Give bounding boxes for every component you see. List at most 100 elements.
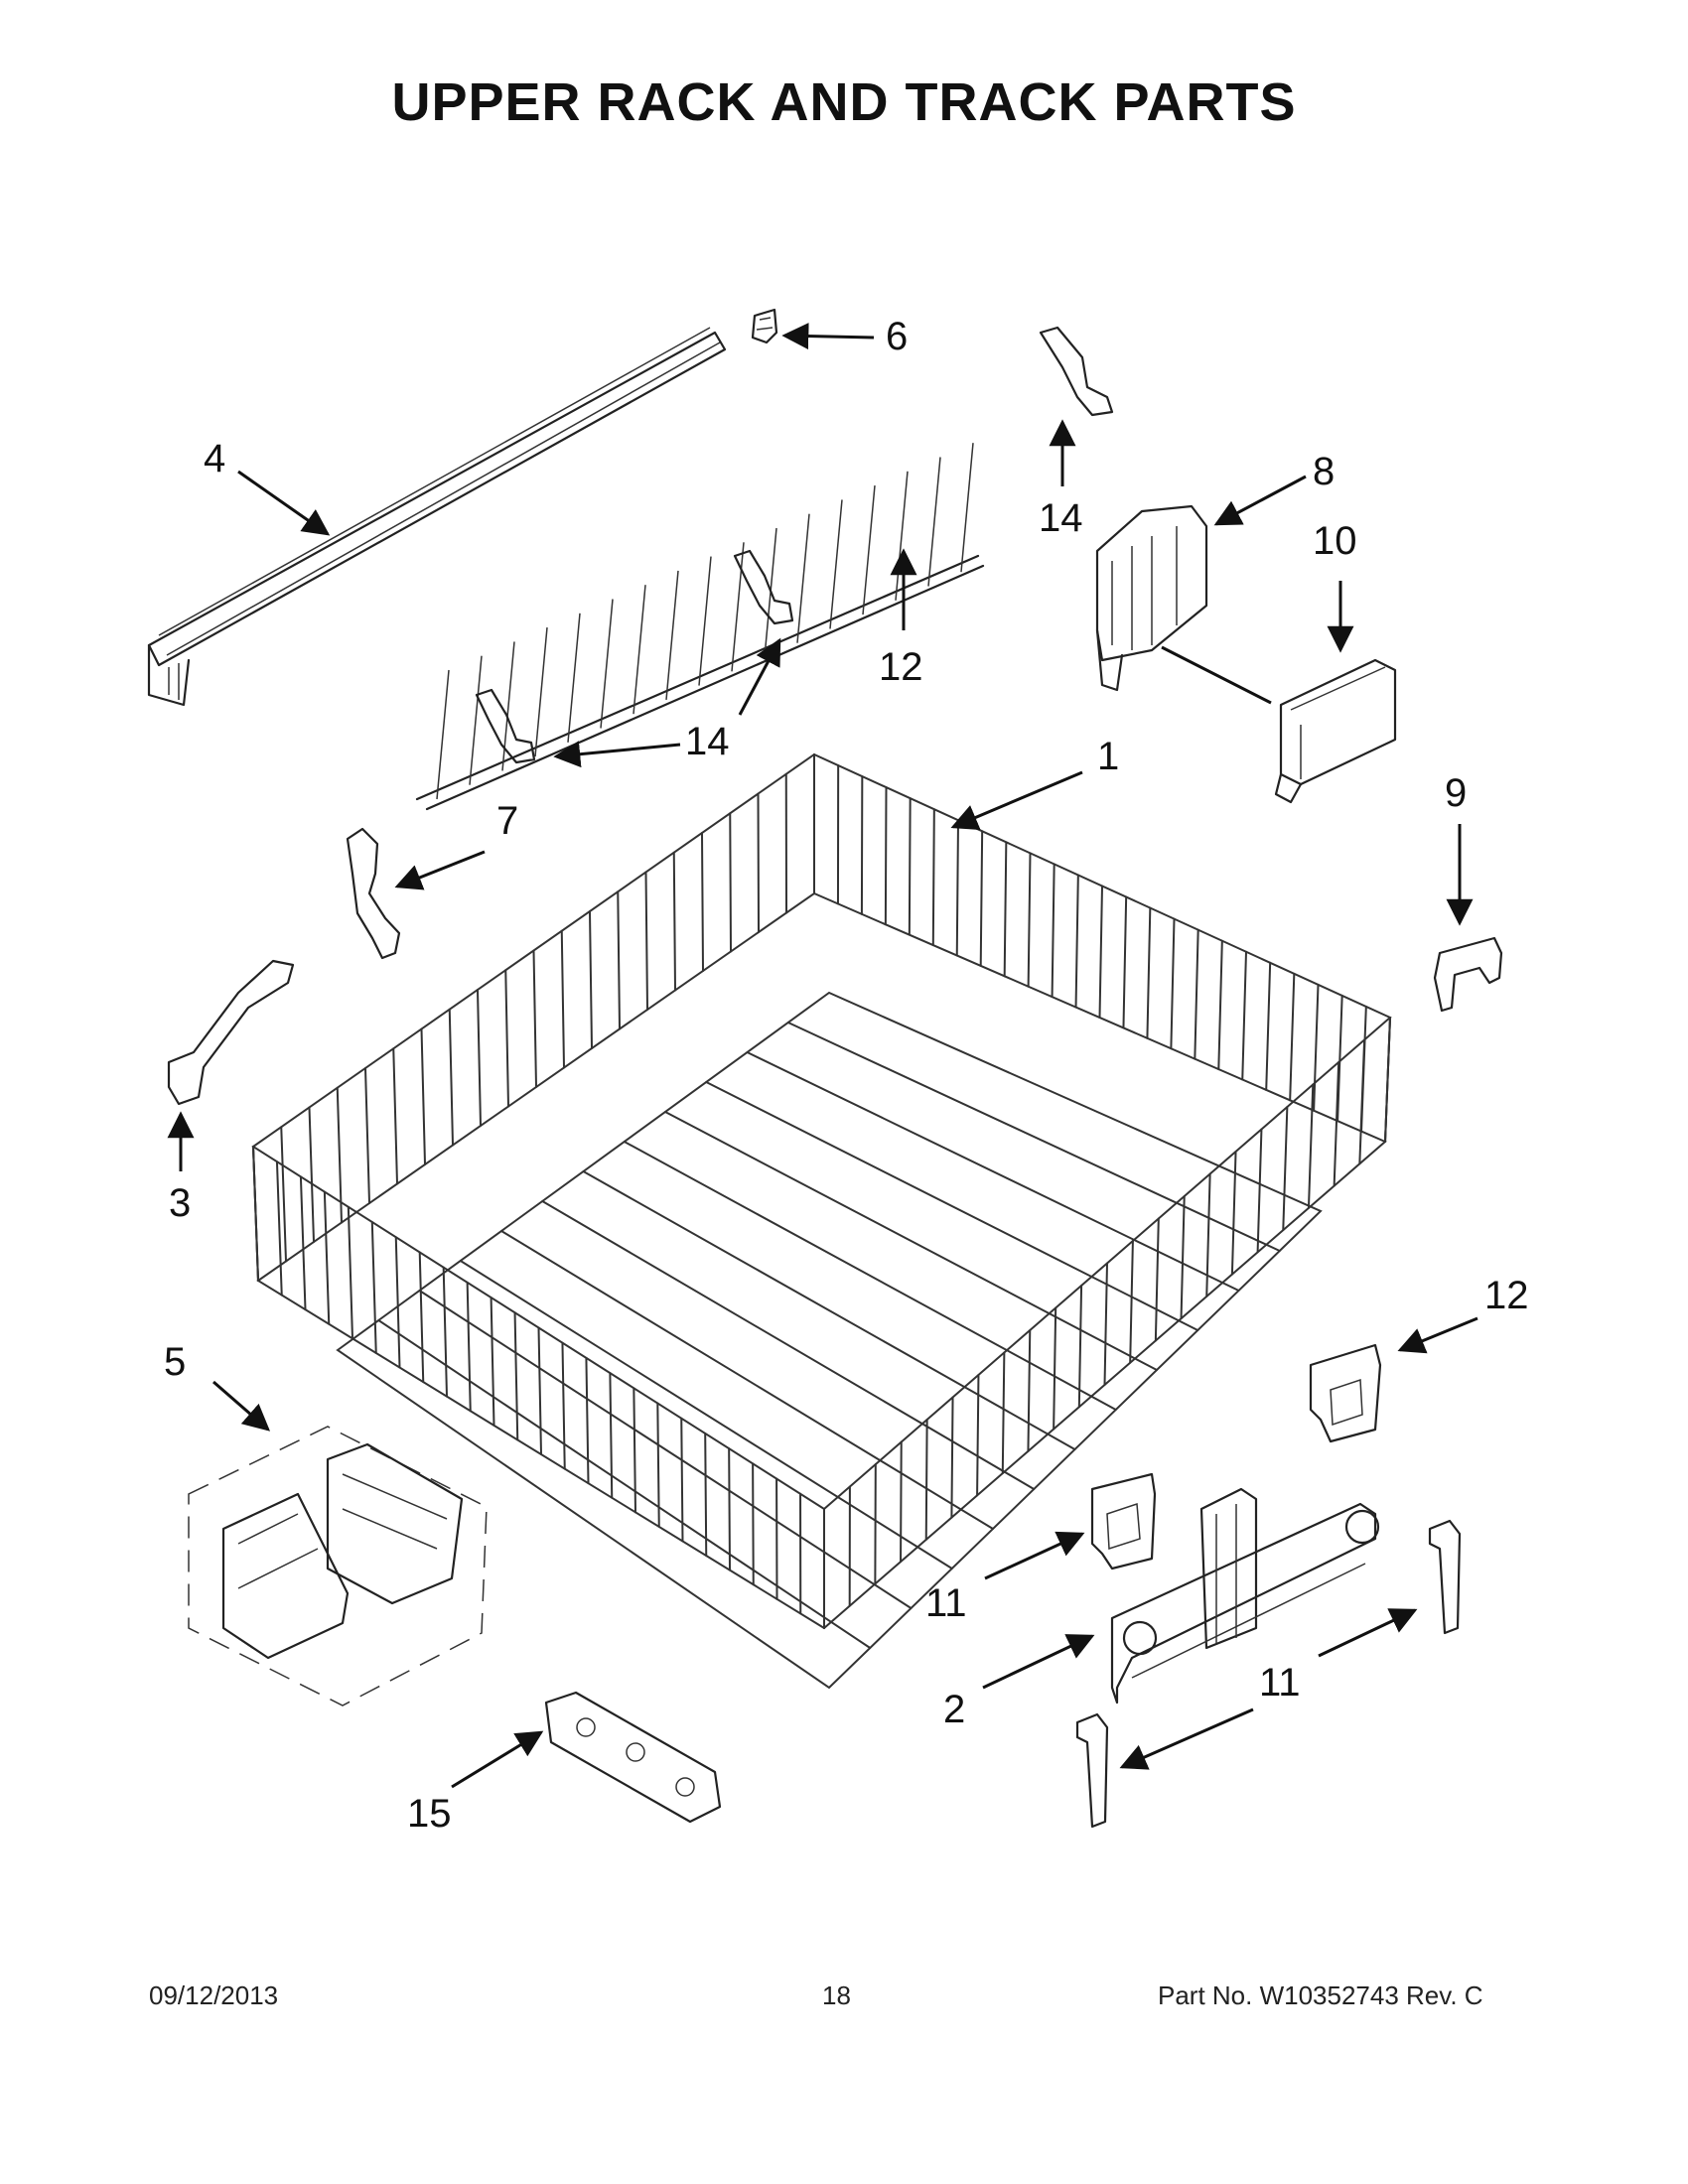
callout-14-top: 14: [1039, 496, 1083, 540]
tine-wire: [600, 599, 614, 729]
rack-front-wire: [976, 1374, 980, 1497]
rack-side-wire: [1241, 950, 1247, 1081]
callout-13: 12: [879, 645, 923, 689]
tine-wire: [567, 613, 581, 743]
rack-adjuster-assembly-part: [1110, 1487, 1380, 1705]
tine-wire: [960, 443, 974, 573]
rack-front-wire: [275, 1160, 283, 1297]
rack-side-wire: [336, 1086, 343, 1224]
rack-stop-part-right: [1309, 1343, 1382, 1443]
tine-clip-part-upper: [1039, 326, 1114, 417]
rack-side-wire: [448, 1008, 454, 1147]
rack-side-wire: [560, 929, 565, 1069]
callout-3: 3: [169, 1181, 191, 1225]
rack-floor-wire: [664, 1111, 1158, 1371]
callout-6: 6: [886, 315, 908, 358]
callout-arrow-14-middle: [738, 637, 781, 716]
rack-front-wire: [466, 1281, 472, 1413]
rack-front-wire: [513, 1311, 519, 1441]
rack-floor-wire: [500, 1230, 994, 1530]
rack-front-wire: [394, 1236, 401, 1369]
rack-adjuster-bracket-part: [1095, 504, 1208, 692]
tine-wire: [927, 457, 941, 587]
rack-wheel-clip-part-left: [1075, 1712, 1109, 1829]
rack-floor-wire: [541, 1200, 1036, 1490]
callout-arrow-7: [394, 850, 486, 890]
rack-floor-wire: [582, 1170, 1076, 1450]
rack-stop-part-left: [1090, 1472, 1157, 1570]
tine-wire: [469, 655, 483, 785]
rack-side-wire: [532, 949, 537, 1088]
rack-floor-wire: [623, 1141, 1117, 1411]
callout-arrow-6: [781, 323, 875, 350]
rack-clip-part: [346, 827, 401, 960]
rack-side-wire: [1289, 972, 1296, 1102]
rack-side-wire: [1170, 917, 1176, 1050]
rack-side-wire: [392, 1047, 398, 1185]
rack-side-wire: [729, 812, 732, 953]
footer-part-number: Part No. W10352743 Rev. C: [1158, 1980, 1483, 2010]
callout-arrow-11-right: [1318, 1608, 1418, 1658]
rack-side-wire: [1265, 961, 1272, 1091]
rack-side-wire: [1146, 906, 1152, 1039]
rack-side-wire: [1217, 939, 1223, 1071]
rack-side-wire: [420, 1027, 426, 1165]
rack-floor-wire: [377, 1319, 872, 1649]
rack-side-wire: [1336, 994, 1343, 1123]
callout-9: 9: [1445, 771, 1467, 815]
rack-front-wire: [1282, 1106, 1289, 1232]
rack-front-wire: [490, 1297, 495, 1427]
rack-side-wire: [1027, 852, 1032, 988]
rack-side-wire: [931, 808, 935, 947]
callout-12-right: 12: [1484, 1274, 1529, 1317]
rack-floor-wire: [746, 1051, 1240, 1292]
callout-arrow-12-right: [1397, 1316, 1478, 1354]
rack-side-wire: [644, 871, 648, 1011]
rack-front-wire: [1358, 1038, 1366, 1165]
rack-side-wire: [364, 1067, 370, 1204]
rack-front-wire: [900, 1440, 903, 1564]
upper-rack-part: [251, 752, 1392, 1690]
callout-arrow-2: [982, 1634, 1095, 1690]
rack-front-wire: [561, 1341, 566, 1470]
rack-front-wire: [1027, 1329, 1032, 1452]
rack-front-wire: [442, 1266, 448, 1398]
rack-side-wire: [672, 851, 676, 992]
rack-front-wire: [252, 1146, 259, 1282]
rack-side-wire: [617, 890, 621, 1030]
rack-side-wire: [1194, 928, 1199, 1060]
rack-side-wire: [757, 792, 760, 933]
rack-side-wire: [1003, 841, 1008, 978]
callout-5: 5: [164, 1340, 186, 1384]
rack-side-wire: [477, 989, 482, 1127]
callout-arrow-8: [1213, 475, 1307, 526]
callout-arrow-8-lower: [1161, 645, 1272, 705]
footer-page-number: 18: [822, 1980, 851, 2010]
rack-front-wire: [1077, 1285, 1083, 1409]
callout-arrow-11-left: [1119, 1707, 1254, 1770]
rack-front-wire: [370, 1221, 377, 1354]
rack-side-wire: [908, 797, 912, 936]
callout-10: 10: [1313, 519, 1357, 563]
rack-side-wire: [1098, 885, 1103, 1019]
rack-side-wire: [1122, 895, 1128, 1029]
tine-wire: [633, 585, 646, 715]
tine-wire: [436, 669, 450, 800]
callout-14-lower: 14: [685, 720, 730, 763]
tine-wire: [862, 485, 876, 615]
tine-wire: [895, 471, 909, 601]
callout-12-left: 11: [925, 1581, 967, 1625]
rack-front-wire: [1129, 1240, 1134, 1364]
adjuster-cover-part: [1274, 658, 1397, 804]
rack-front-wire: [1103, 1262, 1108, 1386]
rack-front-wire: [1154, 1217, 1160, 1342]
rack-floor-wire: [705, 1081, 1199, 1331]
rack-front-wire: [1256, 1128, 1263, 1254]
tine-clip-part-lower: [475, 549, 794, 764]
rack-side-wire: [1313, 983, 1320, 1112]
rack-side-wire: [280, 1126, 287, 1263]
callout-arrow-1: [950, 770, 1083, 830]
callout-1: 1: [1097, 735, 1119, 778]
track-rail-part: [147, 327, 727, 707]
